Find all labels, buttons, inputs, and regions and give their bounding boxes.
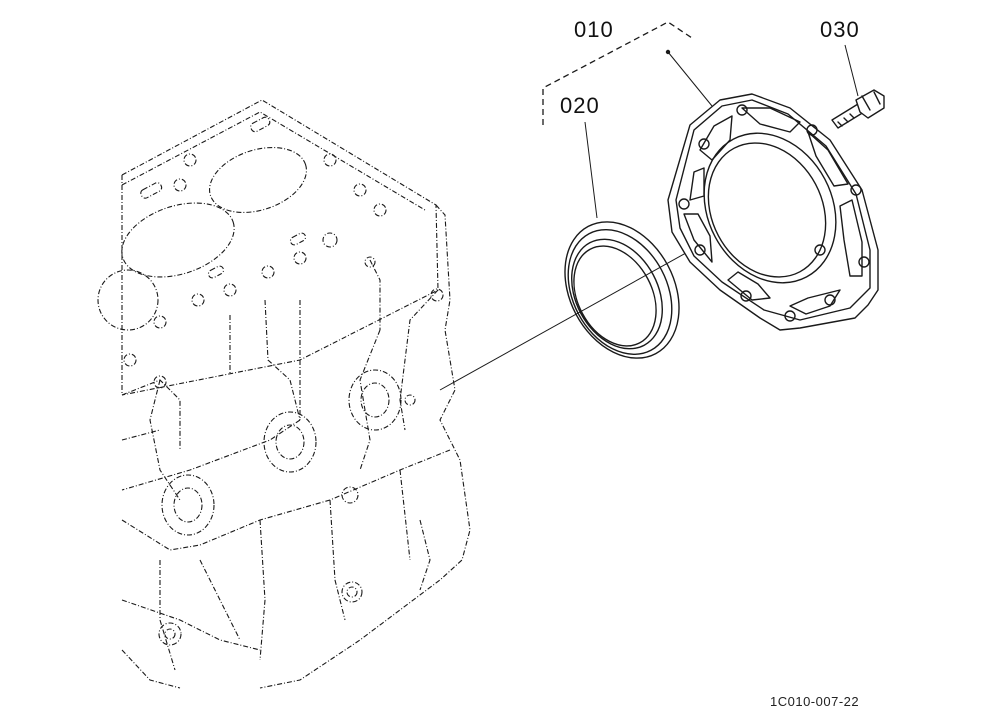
oil-seal-part-020: [564, 221, 680, 359]
part-label-020: 020: [560, 93, 600, 118]
figure-id: 1C010-007-22: [770, 694, 859, 709]
engine-block: [97, 99, 471, 689]
bolt-part-030: [831, 89, 885, 129]
leader-lines: [542, 21, 859, 219]
part-label-030: 030: [820, 17, 860, 42]
seal-housing-part-010: [667, 93, 879, 331]
part-label-010: 010: [574, 17, 614, 42]
